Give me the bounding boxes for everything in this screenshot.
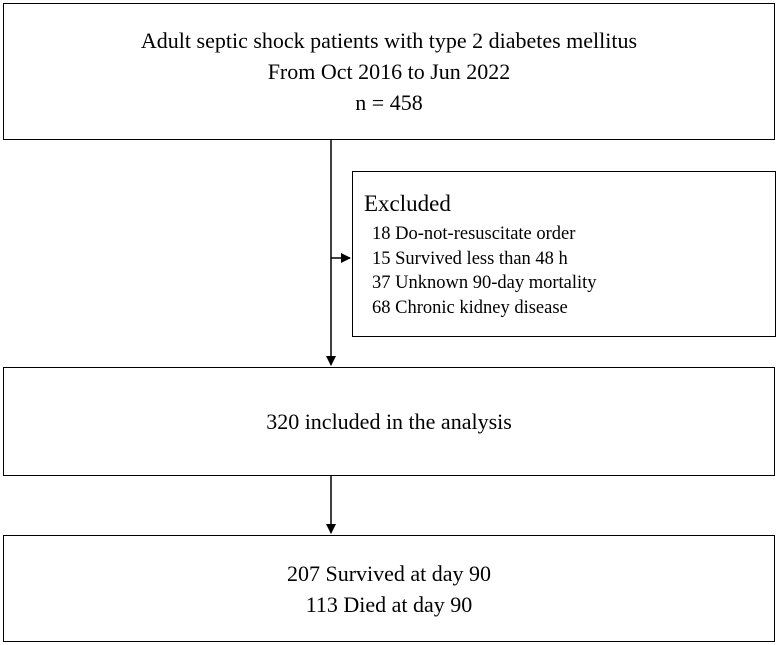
enrollment-count: n = 458 <box>355 90 423 115</box>
outcome-box: 207 Survived at day 90 113 Died at day 9… <box>3 535 775 642</box>
enrollment-box: Adult septic shock patients with type 2 … <box>3 3 775 140</box>
included-text: 320 included in the analysis <box>266 409 512 434</box>
excluded-item: 68 Chronic kidney disease <box>372 297 568 318</box>
excluded-item: 18 Do-not-resuscitate order <box>372 224 576 244</box>
excluded-item: 15 Survived less than 48 h <box>372 248 568 269</box>
enrollment-population: Adult septic shock patients with type 2 … <box>140 28 638 53</box>
excluded-list: 18 Do-not-resuscitate order 15 Survived … <box>372 222 597 320</box>
excluded-box: Excluded 18 Do-not-resuscitate order 15 … <box>352 171 776 337</box>
outcome-died: 113 Died at day 90 <box>305 591 473 617</box>
enrollment-period: From Oct 2016 to Jun 2022 <box>267 59 511 84</box>
excluded-item: 37 Unknown 90-day mortality <box>372 273 597 293</box>
included-box: 320 included in the analysis <box>3 367 775 476</box>
outcome-survived: 207 Survived at day 90 <box>286 560 492 586</box>
excluded-heading: Excluded <box>364 191 451 216</box>
